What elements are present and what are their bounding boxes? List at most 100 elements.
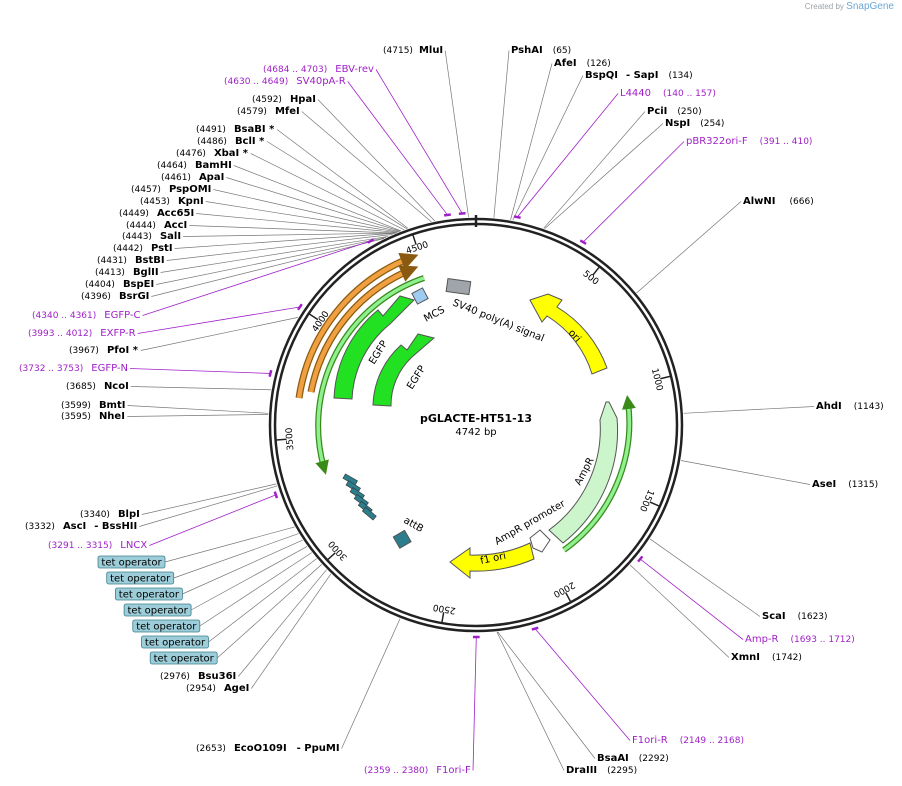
primer-site-marker (443, 213, 451, 217)
tet-operator-labels: tet operator tet operator tet operator tet … (97, 526, 322, 665)
enzyme-label[interactable]: (2653)EcoO109I- PpuMI (196, 743, 340, 754)
primer-leader-line (347, 81, 448, 216)
plasmid-length: 4742 bp (455, 427, 496, 438)
enzyme-label[interactable]: XmnI(1742) (731, 652, 802, 663)
enzyme-leader-line (174, 232, 396, 249)
enzyme-label[interactable]: PshAI(65) (511, 45, 571, 56)
enzyme-label[interactable]: (4442)PstI (113, 243, 173, 254)
enzyme-label[interactable]: DraIII(2295) (566, 765, 637, 776)
enzyme-leader-line (497, 631, 596, 759)
enzyme-label[interactable]: (4486)BclI * (197, 136, 265, 147)
enzyme-leader-line (140, 317, 299, 351)
primer-leader-line (516, 93, 619, 218)
enzyme-label[interactable]: (3599)BmtI (61, 400, 125, 411)
enzyme-leader-line (301, 111, 432, 223)
enzyme-label[interactable]: BsaAI(2292) (597, 753, 669, 764)
primer-leader-line (142, 240, 371, 316)
enzyme-label[interactable]: (3340)BlpI (80, 509, 140, 520)
primer-label[interactable]: (2359 .. 2380)F1ori-F (364, 765, 471, 776)
tet-operator-label[interactable]: tet operator (132, 619, 201, 633)
enzyme-label[interactable]: BspQI- SapI(134) (585, 70, 693, 81)
primer-label[interactable]: (4684 .. 4703)EBV-rev (263, 64, 374, 75)
primer-label[interactable]: F1ori-R(2149 .. 2168) (632, 735, 744, 746)
enzyme-leader-line (196, 213, 398, 233)
enzyme-label[interactable]: (4413)BglII (95, 267, 159, 278)
tick-mark (412, 234, 417, 245)
enzyme-label[interactable]: ScaI(1623) (762, 611, 828, 622)
enzyme-label[interactable]: AfeI(126) (554, 58, 611, 69)
primer-leader-line (149, 494, 276, 546)
primer-label[interactable]: Amp-R(1693 .. 1712) (745, 634, 855, 645)
tick-label: 1000 (649, 367, 664, 392)
primer-label[interactable]: (3291 .. 3315)LNCX (48, 540, 147, 551)
tick-label: 3500 (285, 427, 297, 451)
enzyme-label[interactable]: (4461)ApaI (161, 172, 224, 183)
snapgene-credit: Created by SnapGene (805, 1, 894, 12)
tet-operator-label[interactable]: tet operator (141, 635, 209, 649)
enzyme-label[interactable]: (4404)BspEI (85, 279, 154, 290)
enzyme-label[interactable]: (3685)NcoI (66, 381, 129, 392)
tet-operator-label[interactable]: tet operator (115, 587, 183, 601)
primer-label[interactable]: pBR322ori-F(391 .. 410) (686, 136, 812, 147)
enzyme-label[interactable]: PciI(250) (647, 106, 702, 117)
green-orf-arc-left-fill (315, 276, 425, 475)
enzyme-label[interactable]: (4491)BsaBI * (196, 124, 275, 135)
primer-label[interactable]: (3732 .. 3753)EGFP-N (19, 363, 128, 374)
primer-site-marker (579, 239, 587, 245)
tet-operator-leader-line (182, 539, 303, 595)
tet-operator-label[interactable]: tet operator (97, 555, 166, 569)
primer-label[interactable]: (3993 .. 4012)EXFP-R (28, 328, 136, 339)
enzyme-label[interactable]: (4449)Acc65I (119, 208, 194, 219)
tick-mark (327, 552, 336, 561)
enzyme-label[interactable]: AlwNI(666) (743, 196, 814, 207)
enzyme-label[interactable]: (4476)XbaI * (176, 148, 249, 159)
enzyme-label[interactable]: (4464)BamHI (157, 160, 232, 171)
primer-site-marker (367, 238, 375, 244)
tet-operator-text: tet operator (101, 558, 162, 569)
primer-site-marker (637, 555, 644, 563)
egfp-feature-2 (372, 333, 436, 407)
mcs-label: MCS (422, 305, 447, 325)
enzyme-leader-line (636, 201, 742, 294)
enzyme-label[interactable]: (3595)NheI (61, 411, 125, 422)
tet-operator-label[interactable]: tet operator (123, 603, 192, 617)
enzyme-leader-line (493, 50, 510, 218)
enzyme-label[interactable]: (4443)SalI (122, 231, 181, 242)
enzyme-label[interactable]: AseI(1315) (812, 479, 878, 490)
enzyme-label[interactable]: (3332)AscI- BssHII (25, 521, 137, 532)
tet-operator-label[interactable]: tet operator (106, 571, 175, 585)
tick-mark (309, 313, 319, 321)
enzyme-label[interactable]: (4431)BstBI (97, 255, 165, 266)
tick-mark (441, 612, 445, 623)
enzyme-label[interactable]: NspI(254) (665, 118, 724, 129)
enzyme-leader-line (629, 564, 730, 658)
enzyme-label[interactable]: (4592)HpaI (252, 94, 316, 105)
enzyme-label[interactable]: (4453)KpnI (140, 196, 204, 207)
tet-operator-label[interactable]: tet operator (149, 651, 218, 665)
enzyme-label[interactable]: (4396)BsrGI (81, 291, 149, 302)
tet-operator-leader-line (190, 546, 308, 611)
enzyme-label[interactable]: (2954)AgeI (186, 683, 249, 694)
enzyme-leader-line (683, 406, 815, 414)
enzyme-label[interactable]: (4444)AccI (126, 220, 187, 231)
primer-leader-line (375, 69, 463, 214)
primer-labels: (4684 .. 4703)EBV-rev (4630 .. 4649)SV40… (19, 64, 855, 776)
primer-leader-line (472, 636, 477, 771)
enzyme-label[interactable]: (4715)MluI (383, 45, 443, 56)
enzyme-leader-line (510, 63, 553, 220)
enzyme-leader-line (141, 483, 277, 515)
enzyme-label[interactable]: (3967)PfoI * (69, 345, 139, 356)
primer-label[interactable]: L4440(140 .. 157) (620, 88, 716, 99)
credit-text: Created by (804, 2, 844, 11)
enzyme-label[interactable]: (2976)Bsu36I (160, 671, 236, 682)
enzyme-label[interactable]: (4457)PspOMI (131, 184, 211, 195)
enzyme-leader-line (341, 618, 401, 749)
enzyme-label[interactable]: (4579)MfeI (237, 106, 300, 117)
tet-operator-text: tet operator (136, 622, 197, 633)
orange-orf-arc-inner-fill (308, 265, 419, 393)
primer-label[interactable]: (4630 .. 4649)SV40pA-R (224, 76, 346, 87)
primer-label[interactable]: (4340 .. 4361)EGFP-C (32, 310, 141, 321)
enzyme-leader-line (139, 485, 278, 527)
enzyme-label[interactable]: AhdI(1143) (816, 401, 884, 412)
tet-operator-block (361, 506, 377, 521)
